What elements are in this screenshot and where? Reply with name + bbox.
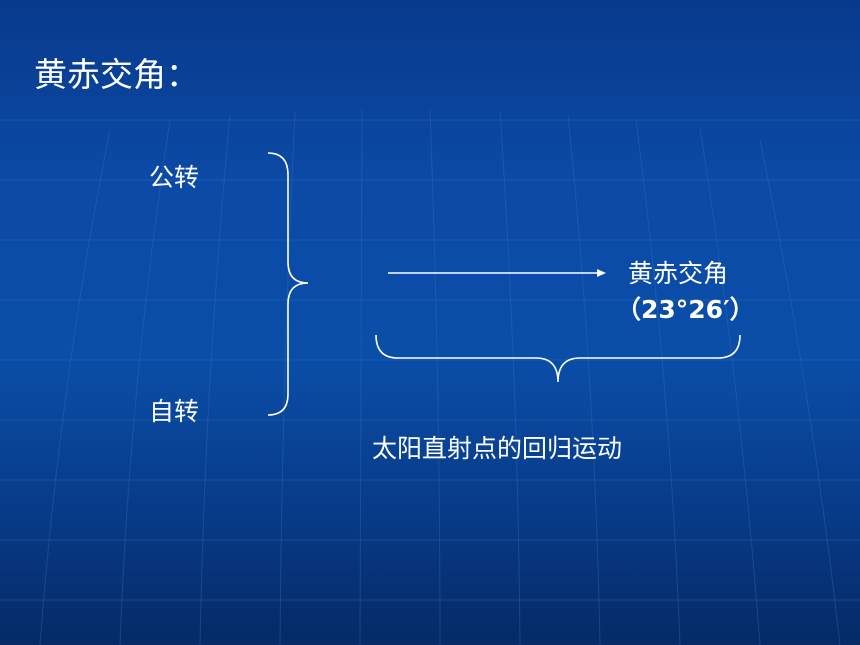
vertical-curly-brace: [267, 152, 309, 416]
rotation-label: 自转: [149, 397, 200, 426]
sun-direct-point-movement-label: 太阳直射点的回归运动: [372, 434, 623, 463]
obliquity-label: 黄赤交角: [628, 259, 729, 288]
horizontal-curly-brace: [375, 334, 741, 383]
slide-title: 黄赤交角：: [34, 55, 199, 94]
arrow-head: [597, 269, 606, 277]
revolution-label: 公转: [149, 163, 200, 192]
obliquity-angle-value: （23°26′）: [616, 295, 755, 324]
